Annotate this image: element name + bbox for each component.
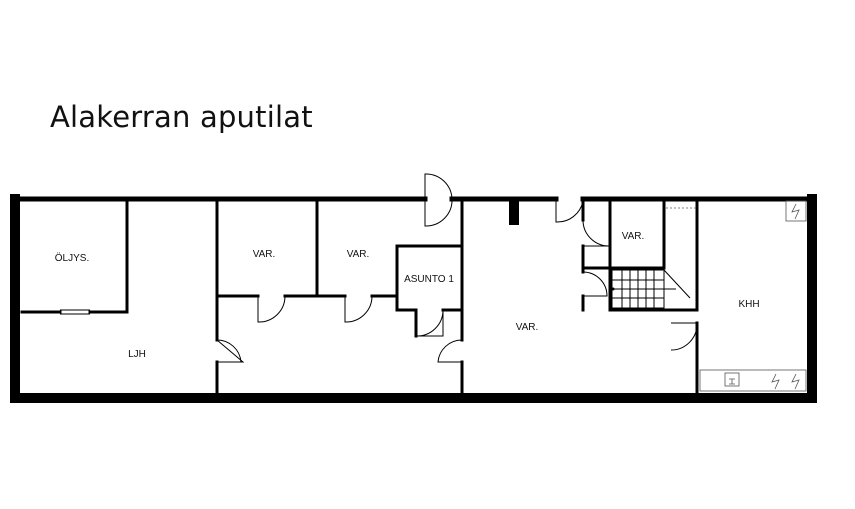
- plan-title: Alakerran aputilat: [50, 100, 313, 134]
- outer-walls: [10, 194, 817, 403]
- room-label-khh: KHH: [738, 299, 759, 310]
- room-label-oljys: ÖLJYS.: [55, 252, 89, 264]
- interior-walls: [20, 199, 807, 395]
- room-label-var-main: VAR.: [516, 322, 539, 333]
- room-label-ljh: LJH: [128, 349, 146, 360]
- room-label-var-2: VAR.: [347, 249, 370, 260]
- room-label-asunto-1: ASUNTO 1: [404, 274, 454, 285]
- room-label-var-small: VAR.: [622, 231, 645, 242]
- staircase: [611, 269, 691, 309]
- doors: [216, 173, 698, 363]
- room-label-var-1: VAR.: [253, 249, 276, 260]
